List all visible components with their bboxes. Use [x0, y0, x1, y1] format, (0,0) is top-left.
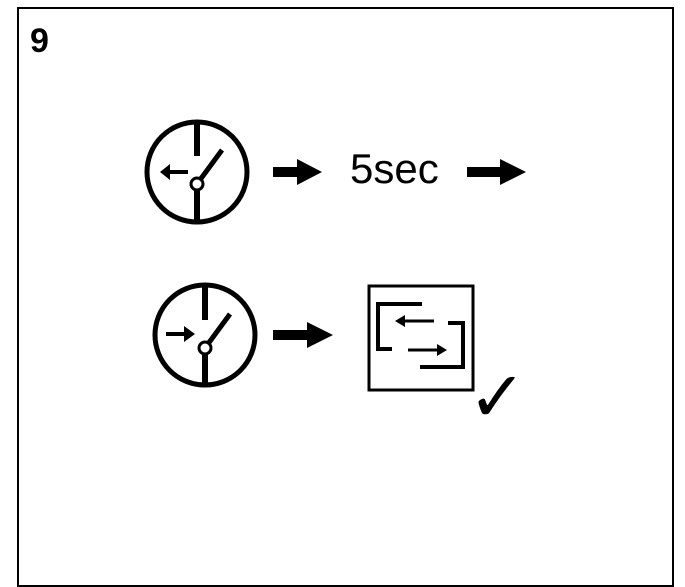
switch-arrows-icon	[367, 284, 475, 392]
instruction-diagram	[144, 119, 526, 392]
arrow-right-icon	[273, 322, 333, 348]
step-number: 9	[30, 22, 49, 60]
arrow-right-icon	[273, 159, 322, 185]
timer-knob-right-icon	[152, 282, 258, 388]
duration-label: 5sec	[350, 145, 439, 192]
checkmark-icon: ✓	[468, 356, 527, 438]
arrow-right-icon	[467, 159, 526, 185]
instruction-panel	[17, 7, 674, 587]
timer-knob-left-icon	[144, 119, 250, 225]
